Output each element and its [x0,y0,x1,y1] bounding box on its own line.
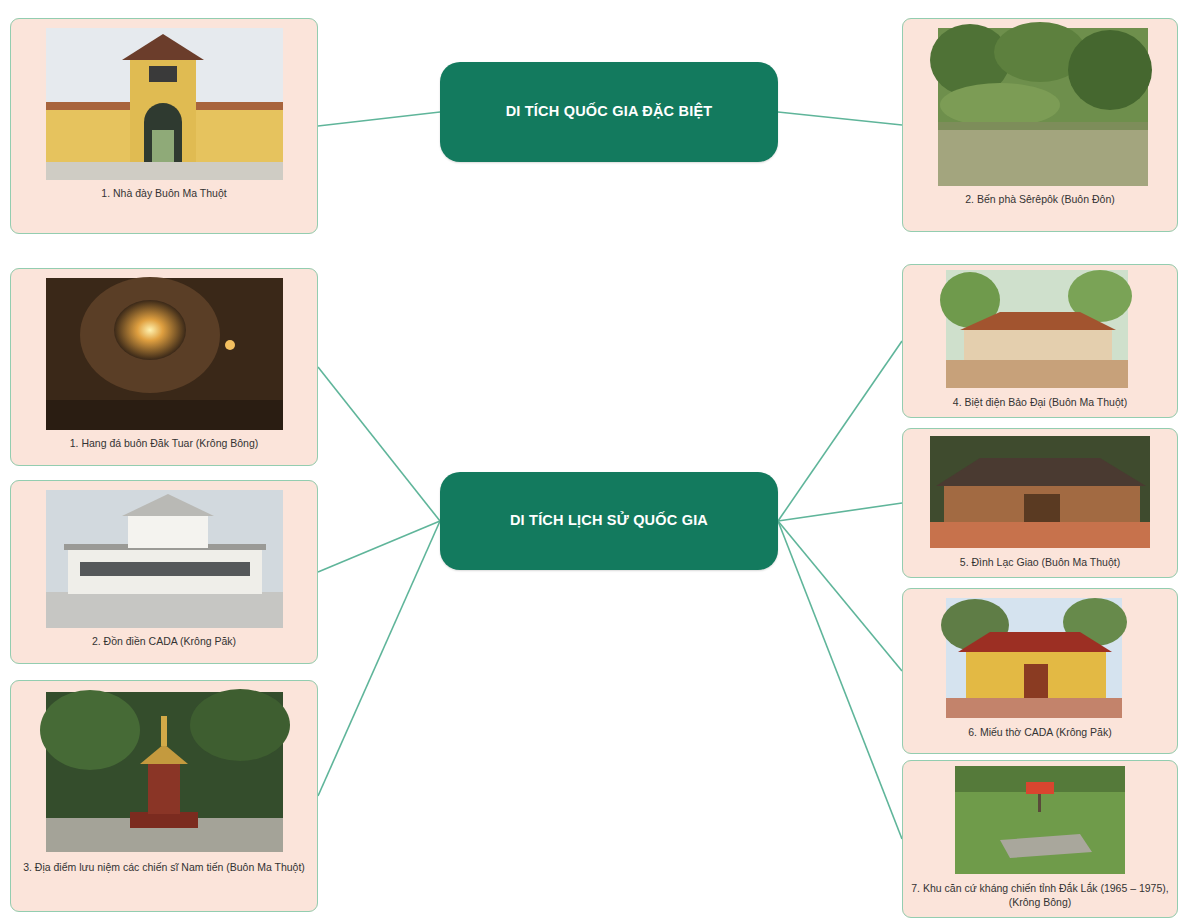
connector-line [318,521,440,796]
connector-line [778,521,902,839]
prison-photo [46,28,283,180]
card-ground [10,18,318,234]
card-ground [902,18,1178,232]
site-caption: 2. Bến phà Sêrêpôk (Buôn Đôn) [911,193,1169,207]
category-title: DI TÍCH QUỐC GIA ĐẶC BIỆT [506,102,713,122]
temple-wall [944,486,1140,522]
gable-roof [122,494,214,516]
temple-door [1024,494,1060,522]
connector-line [318,521,440,572]
monument-spire [161,716,167,746]
stone-slab [1000,834,1092,858]
palace-photo [940,270,1132,388]
windows [80,562,250,576]
gable-house [128,514,208,548]
connector-line [778,341,902,521]
gate-arch [144,103,182,162]
site-card: 5. Đình Lạc Giao (Buôn Ma Thuột) [902,428,1178,578]
monument-base [130,812,198,828]
shrine-photo [941,598,1127,718]
cave-photo [46,277,283,430]
connector-line [778,503,902,521]
category-title: DI TÍCH LỊCH SỬ QUỐC GIA [510,511,708,531]
ground [46,592,283,628]
trees [930,436,1150,548]
card-ground [902,264,1178,418]
temple-photo [930,436,1150,548]
shrine-wall [966,652,1106,698]
tree [190,689,290,761]
site-card: 3. Địa điểm lưu niệm các chiến sĩ Nam ti… [10,680,318,912]
tower-window [149,66,177,82]
site-caption: 3. Địa điểm lưu niệm các chiến sĩ Nam ti… [19,861,309,875]
site-caption: 7. Khu căn cứ kháng chiến tỉnh Đắk Lắk (… [911,882,1169,909]
river [938,122,1148,186]
building [68,548,262,594]
field [955,766,1125,874]
card-ground [10,480,318,664]
card-ground [10,680,318,912]
connector-line [318,367,440,521]
shrine-door [1024,664,1048,698]
ground [930,522,1150,548]
temple-roof [936,458,1146,486]
tunnel-glow [114,300,186,360]
card-ground [902,428,1178,578]
memorial-photo [40,689,290,852]
cave-floor [46,400,283,430]
site-caption: 4. Biệt điện Bảo Đại (Buôn Ma Thuột) [911,396,1169,410]
site-card: 7. Khu căn cứ kháng chiến tỉnh Đắk Lắk (… [902,760,1178,918]
site-caption: 5. Đình Lạc Giao (Buôn Ma Thuột) [911,556,1169,570]
site-caption: 2. Đồn điền CADA (Krông Păk) [19,635,309,649]
connector-line [778,521,902,671]
ground [46,160,283,180]
shrine-roof [958,632,1112,652]
lamp [225,340,235,350]
cave-wall [46,278,283,430]
palace-roof [960,312,1116,330]
gate-view [152,130,174,162]
tunnel [80,277,220,393]
site-card: 1. Nhà đày Buôn Ma Thuột [10,18,318,234]
connector-line [318,112,440,126]
tree [1068,30,1152,110]
sign-board [1026,782,1054,794]
site-caption: 1. Nhà đày Buôn Ma Thuột [19,187,309,201]
ground [946,698,1122,718]
site-card: 6. Miếu thờ CADA (Krông Păk) [902,588,1178,754]
category-box: DI TÍCH QUỐC GIA ĐẶC BIỆT [440,62,778,162]
site-caption: 1. Hang đá buôn Đăk Tuar (Krông Bông) [19,437,309,451]
monument-body [148,760,180,814]
sky [46,28,283,180]
connector-line [778,112,902,125]
card-ground [902,588,1178,754]
site-card: 4. Biệt điện Bảo Đại (Buôn Ma Thuột) [902,264,1178,418]
base-photo [955,766,1125,874]
tree [40,690,140,770]
site-caption: 6. Miếu thờ CADA (Krông Păk) [911,726,1169,740]
site-card: 1. Hang đá buôn Đăk Tuar (Krông Bông) [10,268,318,466]
reflection [938,122,1148,130]
sky [46,490,283,628]
plantation-photo [46,490,283,628]
ground [946,360,1128,388]
palace-wall [964,330,1112,360]
river-photo [930,22,1152,186]
tree [940,83,1060,127]
category-box: DI TÍCH LỊCH SỬ QUỐC GIA [440,472,778,570]
monument-roof [140,744,188,764]
tower [130,56,196,162]
card-ground [10,268,318,466]
site-card: 2. Đồn điền CADA (Krông Păk) [10,480,318,664]
card-ground [902,760,1178,918]
tower-roof [122,34,204,60]
site-card: 2. Bến phà Sêrêpôk (Buôn Đôn) [902,18,1178,232]
